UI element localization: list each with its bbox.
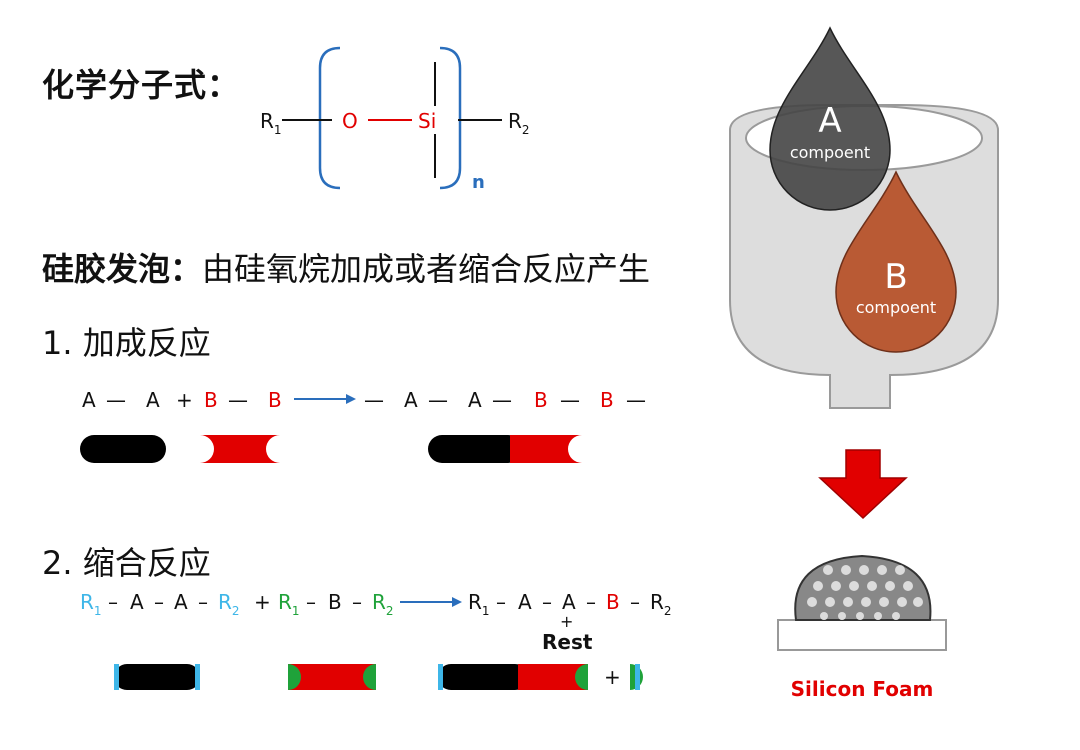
cond-dash4: – — [306, 590, 316, 614]
addition-product-red — [510, 435, 582, 463]
right-bracket — [439, 46, 462, 190]
cond-r1-b: R1 — [278, 590, 300, 618]
cond-dash5: – — [352, 590, 362, 614]
cond-red-bar — [288, 664, 376, 690]
mixer-illustration: A compoent B compoent Silicon Foam — [729, 26, 999, 701]
repeat-n: n — [472, 172, 485, 193]
addition-bond1: — — [106, 388, 126, 412]
cond-plus1: + — [254, 590, 271, 614]
addition-r-b1: B — [534, 388, 548, 412]
formula-heading: 化学分子式： — [42, 66, 241, 104]
foam-base — [777, 619, 947, 651]
droplet-a-label: compoent — [790, 143, 870, 162]
down-arrow-icon — [818, 449, 908, 520]
cond-black-pill — [114, 664, 200, 690]
cond-dash3: – — [198, 590, 208, 614]
foaming-heading-text: 由硅氧烷加成或者缩合反应产生 — [202, 250, 651, 288]
droplet-b-label: compoent — [856, 298, 936, 317]
cond-p-dash4: – — [630, 590, 640, 614]
addition-black-pill — [80, 435, 166, 463]
cond-p-dash3: – — [586, 590, 596, 614]
oxygen-atom: O — [342, 109, 358, 133]
cond-rest-label: Rest — [542, 630, 593, 654]
droplet-b — [835, 170, 957, 353]
cond-black-left-cap — [114, 664, 119, 690]
addition-product-black — [428, 435, 522, 463]
addition-r-bond1: — — [364, 388, 384, 412]
cond-red-left-cap — [288, 664, 301, 690]
cond-rest-plus: + — [560, 612, 573, 631]
droplet-b-letter: B — [884, 257, 907, 297]
droplet-a-letter: A — [818, 101, 841, 141]
cond-p-a1: A — [518, 590, 532, 614]
cond-p-dash1: – — [496, 590, 506, 614]
addition-bond2: — — [228, 388, 248, 412]
addition-r-b2: B — [600, 388, 614, 412]
addition-r-a1: A — [404, 388, 418, 412]
addition-r-bond2: — — [428, 388, 448, 412]
cond-dash2: – — [154, 590, 164, 614]
addition-r-bond4: — — [560, 388, 580, 412]
condensation-title: 2. 缩合反应 — [42, 544, 211, 582]
cond-pill-plus: + — [604, 665, 621, 689]
r2-label: R2 — [508, 109, 530, 137]
left-bracket — [318, 46, 341, 190]
addition-b1: B — [204, 388, 218, 412]
cond-a2: A — [174, 590, 188, 614]
cond-b: B — [328, 590, 342, 614]
foam-pores — [807, 565, 923, 620]
droplet-a — [769, 26, 891, 211]
condensation-arrow-head — [452, 597, 462, 607]
cond-product-left-cap — [438, 664, 443, 690]
addition-red-concave — [200, 435, 280, 463]
condensation-equation: R1 – A – A – R2 + R1 – B – R2 R1 – A – A… — [80, 590, 672, 690]
cond-product-black — [438, 664, 528, 690]
cond-dash1: – — [108, 590, 118, 614]
cond-p-a2: A — [562, 590, 576, 614]
foaming-heading-bold: 硅胶发泡： — [42, 250, 203, 288]
cond-rest-cap — [635, 664, 640, 690]
foaming-heading: 硅胶发泡：由硅氧烷加成或者缩合反应产生 — [42, 244, 650, 290]
addition-equation: A — A + B — B — A — A — B — B — — [80, 388, 646, 463]
addition-a2: A — [146, 388, 160, 412]
addition-r-a2: A — [468, 388, 482, 412]
cond-p-r2: R2 — [650, 590, 672, 618]
addition-plus: + — [176, 388, 193, 412]
cond-r2-b: R2 — [372, 590, 394, 618]
cond-p-r1: R1 — [468, 590, 490, 618]
addition-title: 1. 加成反应 — [42, 324, 211, 362]
cond-red-right-cap — [363, 664, 376, 690]
cond-r2-a: R2 — [218, 590, 240, 618]
addition-r-bond5: — — [626, 388, 646, 412]
cond-a1: A — [130, 590, 144, 614]
addition-b2: B — [268, 388, 282, 412]
cond-r1-a: R1 — [80, 590, 102, 618]
silicon-foam-label: Silicon Foam — [791, 677, 934, 701]
addition-a1: A — [82, 388, 96, 412]
cond-black-right-cap — [195, 664, 200, 690]
siloxane-structure: R1 O Si R2 n — [260, 46, 530, 193]
silicon-atom: Si — [418, 109, 436, 133]
addition-arrow-head — [346, 394, 356, 404]
addition-r-bond3: — — [492, 388, 512, 412]
cond-p-b: B — [606, 590, 620, 614]
r1-label: R1 — [260, 109, 282, 137]
cond-product-right-cap — [575, 664, 588, 690]
cond-p-dash2: – — [542, 590, 552, 614]
